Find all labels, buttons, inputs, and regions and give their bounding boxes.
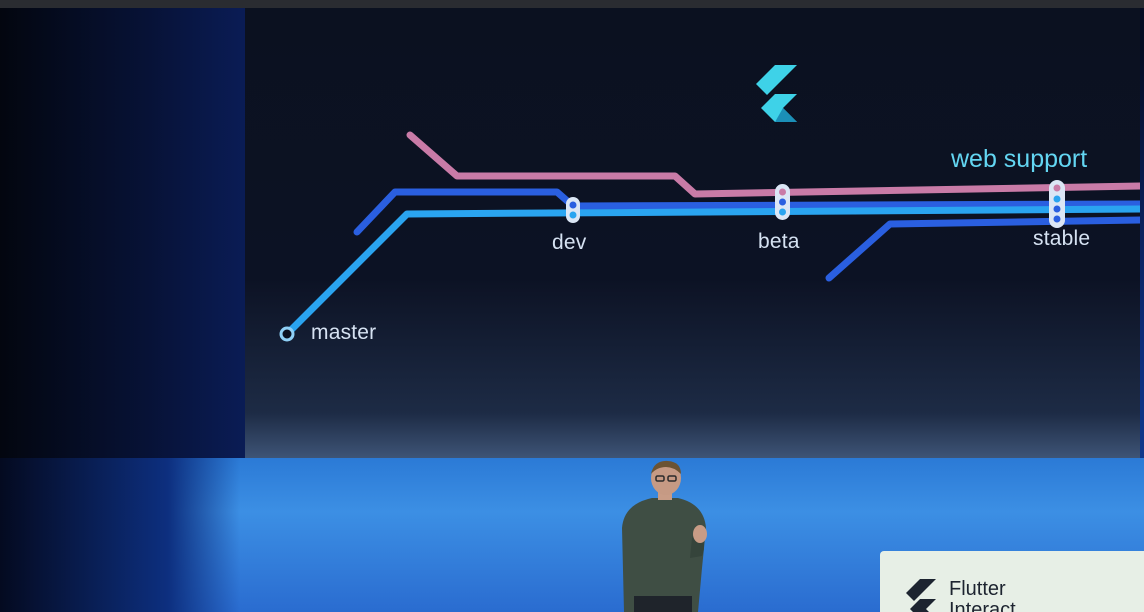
top-strip <box>0 0 1144 8</box>
pink-branch-line <box>406 131 1140 198</box>
beta-station-icon <box>775 184 790 220</box>
event-badge: Flutter Interact <box>880 551 1144 612</box>
channel-diagram <box>279 65 1140 342</box>
stable-station-icon <box>1049 180 1065 228</box>
event-name-line2: Interact <box>949 599 1016 612</box>
dev-station-icon <box>566 197 580 223</box>
blue-lower-branch-line <box>825 216 1140 282</box>
event-name: Flutter Interact <box>949 579 1016 612</box>
flutter-logo-icon <box>756 65 797 122</box>
presenter-figure <box>622 460 707 612</box>
event-name-line1: Flutter <box>949 578 1006 600</box>
dev-label: dev <box>552 231 587 254</box>
stable-label: stable <box>1033 227 1091 250</box>
master-line <box>284 205 1140 337</box>
blue-branch-line <box>353 188 1140 236</box>
flutter-badge-icon <box>906 579 936 612</box>
beta-label: beta <box>758 230 800 253</box>
master-label: master <box>311 321 377 344</box>
stage-floor-shadow <box>0 458 240 612</box>
master-station-dot <box>279 326 295 342</box>
projection-screen: web support master dev beta stable <box>245 8 1140 458</box>
slide-title: web support <box>951 145 1088 173</box>
